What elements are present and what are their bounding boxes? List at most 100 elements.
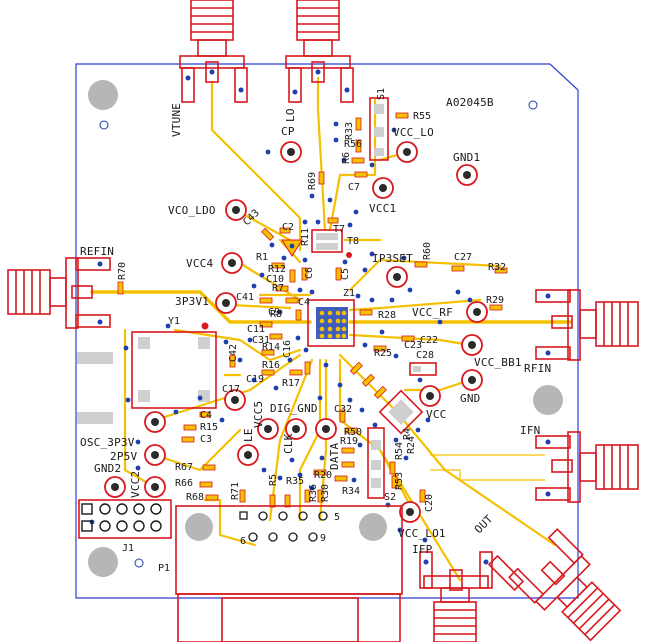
label-r15: R15	[200, 422, 218, 433]
label-r36: R36	[308, 484, 319, 502]
label-r35: R35	[286, 476, 304, 487]
label-vcc-lo1: VCC_LO1	[398, 527, 446, 540]
sma-vtune	[179, 0, 248, 103]
switch-s1	[369, 97, 389, 161]
label-c17: C17	[222, 384, 240, 395]
sma-ifn	[535, 431, 639, 503]
label-vcc-lo: VCC_LO	[393, 126, 434, 139]
label-rfin: RFIN	[524, 362, 551, 375]
switch-s2	[367, 427, 385, 499]
label-t7: T7	[333, 224, 345, 235]
label-r34: R34	[342, 486, 360, 497]
label-clk: CLK	[282, 433, 295, 454]
label-c4a: C4	[298, 297, 310, 308]
label-le: LE	[242, 428, 255, 442]
label-z1: Z1	[343, 288, 355, 299]
label-r30: R30	[320, 484, 331, 502]
sma-lo	[285, 0, 354, 103]
board-code: A02045B	[446, 96, 494, 109]
label-vco-ldo: VCO_LDO	[168, 204, 216, 217]
label-s2: S2	[384, 492, 396, 503]
mounting-hole-bottom-left	[88, 547, 118, 577]
label-c20: C20	[424, 494, 435, 512]
label-r29: R29	[486, 295, 504, 306]
mounting-hole-right	[533, 385, 563, 415]
ground-pad-left-2	[77, 412, 113, 424]
label-vcc-rf: VCC_RF	[412, 306, 453, 319]
label-c2: C2	[282, 222, 294, 233]
label-r55: R55	[413, 111, 431, 122]
label-c9: C9	[268, 307, 280, 318]
smd-parts	[117, 112, 508, 508]
label-r11: R11	[300, 228, 311, 246]
label-r68: R68	[186, 492, 204, 503]
label-r28: R28	[378, 310, 396, 321]
header-j1	[78, 499, 172, 539]
label-c41: C41	[236, 292, 254, 303]
board-outline	[75, 63, 579, 599]
label-r6: R6	[341, 152, 352, 164]
label-c32: C32	[334, 404, 352, 415]
mounting-hole-top-left	[88, 80, 118, 110]
label-vcc-bb1: VCC_BB1	[474, 356, 522, 369]
label-r7: R7	[272, 283, 284, 294]
label-ifn: IFN	[520, 424, 540, 437]
label-r53: R53	[394, 472, 405, 490]
label-c42: C42	[228, 344, 239, 362]
label-r50: R50	[344, 427, 362, 438]
label-r5: R5	[268, 474, 279, 486]
ic-z1-vias	[319, 310, 347, 339]
label-vcc: VCC	[426, 408, 446, 421]
label-r67: R67	[175, 462, 193, 473]
label-r54: R54	[394, 442, 405, 460]
label-vtune: VTUNE	[170, 103, 183, 137]
label-r12: R12	[268, 264, 286, 275]
label-y1: Y1	[168, 316, 180, 327]
label-r32: R32	[488, 262, 506, 273]
oscillator-y1	[131, 322, 217, 409]
label-c11: C11	[247, 324, 265, 335]
fiducial-right	[528, 100, 538, 110]
label-c19: C19	[246, 374, 264, 385]
label-2p5v: 2P5V	[110, 450, 137, 463]
fiducial-bottom	[134, 558, 144, 568]
label-pin6: 6	[240, 536, 246, 547]
label-c28: C28	[416, 350, 434, 361]
label-gnd2: GND2	[94, 462, 121, 475]
label-r14: R14	[262, 342, 280, 353]
label-r66: R66	[175, 478, 193, 489]
sma-rfin	[535, 289, 639, 361]
label-3p3v1: 3P3V1	[175, 295, 209, 308]
label-gnd1: GND1	[453, 151, 480, 164]
label-r33: R33	[344, 122, 355, 140]
connector-p1-db9	[175, 505, 403, 642]
label-r16: R16	[262, 360, 280, 371]
label-ifp: IFP	[412, 543, 433, 556]
ic-rotated	[378, 389, 424, 435]
label-c27: C27	[454, 252, 472, 263]
label-t8: T8	[347, 236, 359, 247]
label-c3: C3	[200, 434, 212, 445]
sma-refin	[7, 257, 111, 329]
label-r70: R70	[117, 262, 128, 280]
label-refin: REFIN	[80, 245, 114, 258]
test-points	[104, 141, 488, 523]
label-r4: R4	[402, 428, 413, 440]
label-gnd: GND	[460, 392, 480, 405]
label-r17: R17	[282, 378, 300, 389]
label-c31: C31	[252, 335, 270, 346]
label-j1: J1	[122, 543, 134, 554]
fiducial-left	[99, 120, 109, 130]
label-r20: R20	[314, 470, 332, 481]
label-c6: C6	[304, 267, 315, 279]
label-c23: C23	[404, 340, 422, 351]
label-data: DATA	[328, 443, 341, 470]
sma-out	[508, 528, 622, 642]
label-r69: R69	[307, 172, 318, 190]
label-r1: R1	[256, 252, 268, 263]
label-dig-gnd: DIG_GND	[270, 402, 318, 415]
label-r8: R8	[270, 309, 282, 320]
label-c10: C10	[266, 274, 284, 285]
balun-t7	[311, 229, 343, 253]
